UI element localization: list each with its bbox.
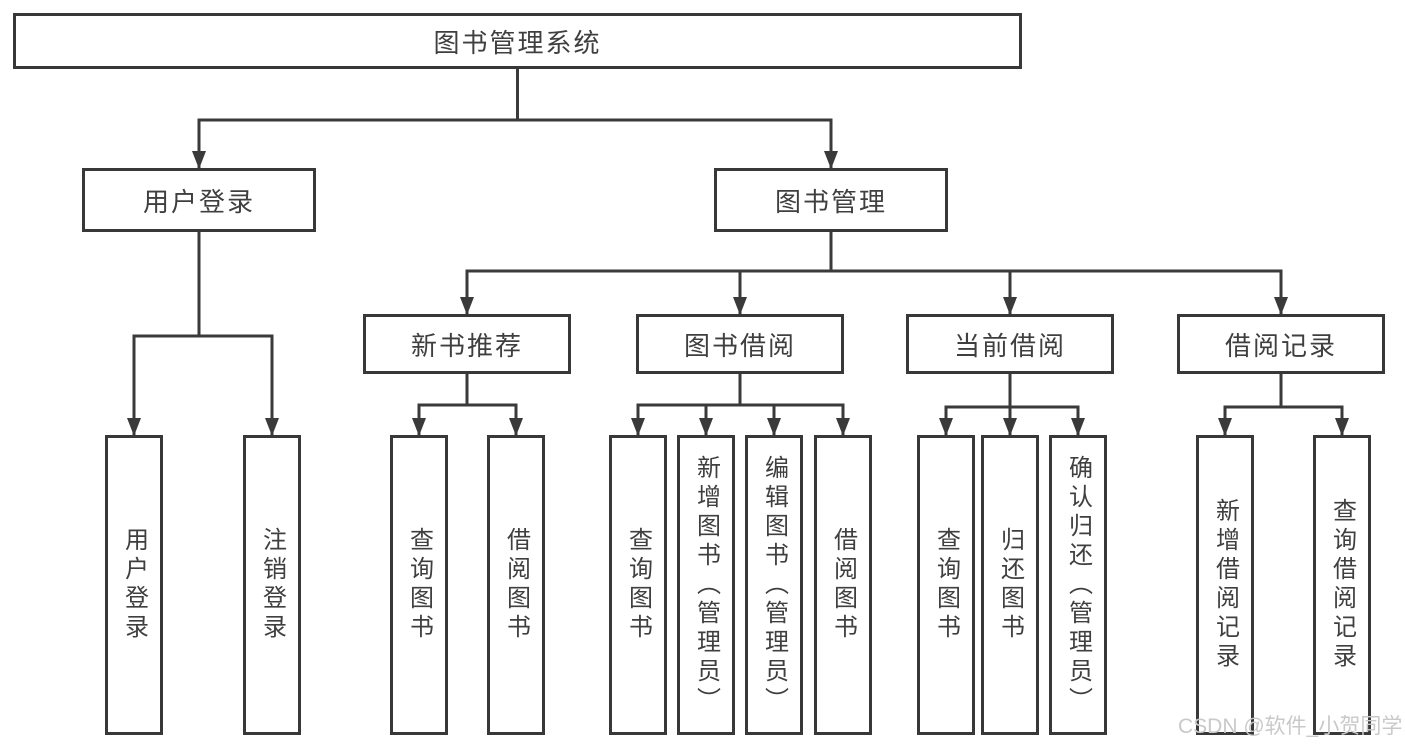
node-label: 借阅记录: [1224, 330, 1337, 361]
csdn-watermark: CSDN @软件_小贺同学: [1178, 715, 1403, 738]
leaf-logout: 注销登录: [243, 435, 301, 735]
leaf-confirm-return-admin: 确认归还（管理员）: [1049, 435, 1107, 735]
node-label: 新增图书（管理员）: [692, 454, 720, 716]
node-label: 查询图书: [405, 527, 433, 643]
leaf-borrow-book-recommend: 借阅图书: [487, 435, 545, 735]
node-book-management: 图书管理: [714, 168, 948, 232]
leaf-add-borrow-record: 新增借阅记录: [1196, 435, 1254, 735]
node-library-management-system: 图书管理系统: [13, 13, 1022, 69]
node-label: 用户登录: [142, 186, 255, 217]
leaf-query-book-current: 查询图书: [917, 435, 975, 735]
node-label: 借阅图书: [829, 527, 857, 643]
leaf-query-borrow-record: 查询借阅记录: [1313, 435, 1371, 735]
node-label: 新增借阅记录: [1211, 498, 1239, 672]
node-label: 确认归还（管理员）: [1064, 454, 1092, 716]
node-label: 用户登录: [120, 527, 148, 643]
node-label: 借阅图书: [502, 527, 530, 643]
node-label: 查询借阅记录: [1328, 498, 1356, 672]
leaf-borrow-book: 借阅图书: [814, 435, 872, 735]
node-label: 编辑图书（管理员）: [760, 454, 788, 716]
node-label: 新书推荐: [410, 330, 523, 361]
node-label: 当前借阅: [953, 330, 1066, 361]
node-label: 注销登录: [258, 527, 286, 643]
node-label: 图书管理系统: [433, 27, 602, 58]
node-current-borrow: 当前借阅: [906, 314, 1114, 374]
node-new-book-recommend: 新书推荐: [363, 314, 571, 374]
node-label: 图书借阅: [683, 330, 796, 361]
node-book-borrow: 图书借阅: [636, 314, 844, 374]
leaf-edit-book-admin: 编辑图书（管理员）: [745, 435, 803, 735]
node-label: 查询图书: [624, 527, 652, 643]
node-borrow-records: 借阅记录: [1177, 314, 1385, 374]
node-label: 查询图书: [932, 527, 960, 643]
leaf-query-book-borrow: 查询图书: [609, 435, 667, 735]
leaf-add-book-admin: 新增图书（管理员）: [677, 435, 735, 735]
leaf-query-book-recommend: 查询图书: [390, 435, 448, 735]
leaf-user-login: 用户登录: [105, 435, 163, 735]
node-label: 归还图书: [996, 527, 1024, 643]
node-user-login-branch: 用户登录: [82, 168, 316, 232]
node-label: 图书管理: [774, 186, 887, 217]
leaf-return-book: 归还图书: [981, 435, 1039, 735]
